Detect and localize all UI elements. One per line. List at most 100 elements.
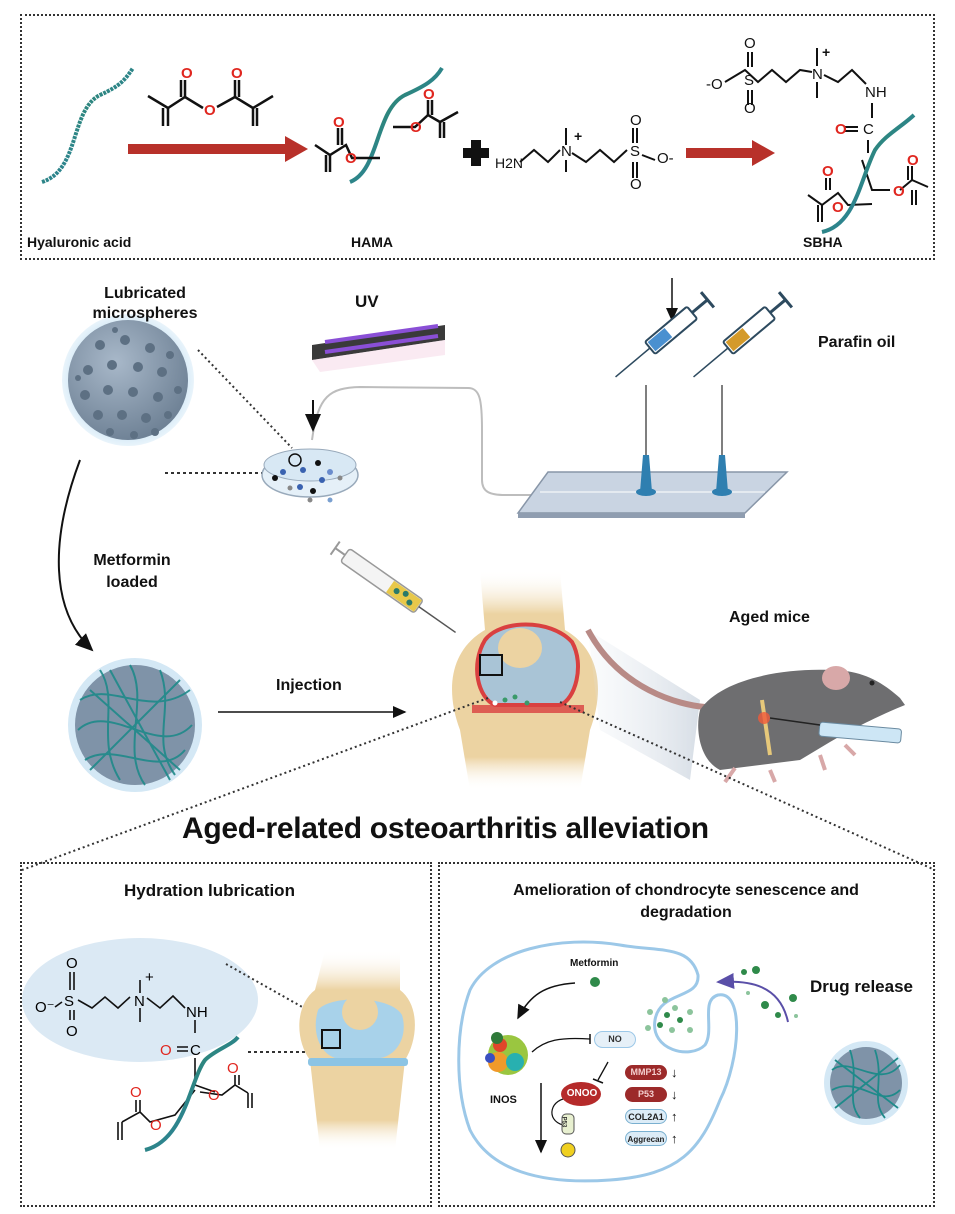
- uv-lamp-icon: [312, 324, 445, 372]
- marker-col2a1: COL2A1 ↑: [625, 1109, 725, 1131]
- metformin-loaded-microsphere: [68, 658, 202, 792]
- chondrocyte-panel-title: Amelioration of chondrocyte senescence a…: [440, 880, 932, 924]
- atom-s-amine: S: [630, 143, 641, 160]
- label-aged-mice: Aged mice: [729, 609, 810, 626]
- svg-text:O: O: [208, 1087, 220, 1104]
- h2n-text: H2N: [495, 155, 524, 171]
- svg-text:O: O: [410, 119, 422, 136]
- microfluidic-chip: [516, 385, 789, 518]
- arrow-up-icon: ↑: [671, 1109, 678, 1124]
- label-hyaluronic-acid: Hyaluronic acid: [27, 234, 132, 250]
- label-inos: INOS: [490, 1094, 517, 1106]
- label-metformin-loaded: Metformin loaded: [82, 550, 182, 594]
- atom-c-sbha: C: [863, 121, 874, 138]
- svg-text:O: O: [333, 114, 345, 131]
- arrow-up-icon: ↑: [671, 1131, 678, 1146]
- svg-text:O: O: [423, 86, 435, 103]
- label-line: Lubricated: [104, 285, 186, 302]
- label-hama: HAMA: [351, 234, 393, 250]
- arrow-down-icon: ↓: [671, 1065, 678, 1080]
- svg-text:NH: NH: [186, 1004, 208, 1021]
- atom-o-minus-amine: O-: [657, 150, 674, 167]
- atom-plus-amine: +: [574, 128, 583, 144]
- svg-text:O: O: [822, 163, 834, 180]
- label-line: Metformin: [93, 552, 171, 569]
- atom-o-amine-top: O: [630, 112, 642, 129]
- svg-text:O: O: [130, 1084, 142, 1101]
- atom-h2n: H2N: [495, 155, 523, 171]
- chondrocyte-panel: [438, 862, 935, 1207]
- knee-joint-illustration: [452, 570, 598, 790]
- methacrylic-anhydride: [147, 80, 274, 126]
- p53-small-label: P53: [560, 1116, 567, 1128]
- svg-text:O⁻: O⁻: [35, 999, 55, 1016]
- atom-o-sbha-bottom: O: [744, 100, 756, 117]
- marker-aggrecan: Aggrecan ↑: [625, 1131, 725, 1153]
- syringe-blue-icon: [615, 291, 716, 378]
- svg-text:O: O: [181, 65, 193, 82]
- lubricated-microsphere: [62, 314, 194, 446]
- svg-text:N: N: [134, 993, 145, 1010]
- marker-mmp13-pill: MMP13: [625, 1065, 667, 1080]
- aged-mouse-illustration: [585, 628, 905, 784]
- atom-o-amine-bottom: O: [630, 176, 642, 193]
- label-metformin: Metformin: [570, 958, 619, 969]
- knee-cartilage-illustration: [299, 950, 415, 1150]
- chondrocyte-membrane: [457, 940, 739, 1183]
- marker-p53: P53 ↓: [625, 1087, 725, 1109]
- title-line: degradation: [640, 904, 732, 921]
- label-drug-release: Drug release: [810, 977, 913, 996]
- atom-o-minus-sbha: -O: [706, 76, 723, 93]
- hydration-lubrication-title: Hydration lubrication: [124, 881, 295, 900]
- label-parafin-oil: Parafin oil: [818, 334, 896, 351]
- reaction-arrow-1: [128, 136, 308, 162]
- hydration-lubrication-panel: [20, 862, 432, 1207]
- label-injection: Injection: [276, 677, 342, 694]
- marker-p53-pill: P53: [625, 1087, 667, 1102]
- svg-text:+: +: [145, 969, 154, 986]
- marker-col2a1-pill: COL2A1: [625, 1109, 667, 1124]
- marker-mmp13: MMP13 ↓: [625, 1065, 725, 1087]
- svg-text:C: C: [190, 1042, 201, 1059]
- svg-text:O: O: [835, 121, 847, 138]
- svg-text:O: O: [66, 955, 78, 972]
- svg-text:O: O: [231, 65, 243, 82]
- atom-plus-sbha: +: [822, 44, 831, 60]
- label-line: microspheres: [92, 305, 198, 322]
- sbha-chain: [821, 113, 916, 234]
- svg-text:O: O: [907, 152, 919, 169]
- label-line: loaded: [106, 574, 158, 591]
- label-lubricated-microspheres: Lubricated microspheres: [85, 284, 205, 324]
- svg-text:O: O: [160, 1042, 172, 1059]
- atom-n-sbha: N: [812, 66, 823, 83]
- arrow-down-icon: ↓: [671, 1087, 678, 1102]
- no-badge: NO: [594, 1031, 636, 1048]
- syringe-yellow-icon: [693, 291, 794, 378]
- marker-list: MMP13 ↓ P53 ↓ COL2A1 ↑ Aggrecan ↑: [625, 1065, 725, 1153]
- hyaluronic-acid-chain: [41, 66, 135, 184]
- label-uv: UV: [355, 292, 379, 311]
- title-line: Amelioration of chondrocyte senescence a…: [513, 882, 859, 899]
- inos-protein-icon: [485, 1032, 528, 1075]
- petri-dish: [261, 448, 359, 503]
- svg-text:O: O: [150, 1117, 162, 1134]
- atom-nh-sbha: NH: [865, 84, 887, 101]
- drug-release-microsphere: [824, 1041, 908, 1125]
- svg-text:O: O: [832, 199, 844, 216]
- svg-text:O: O: [893, 183, 905, 200]
- svg-text:O: O: [345, 150, 357, 167]
- reaction-arrow-2: [686, 140, 775, 166]
- injection-syringe-icon: [329, 540, 457, 634]
- plus-sign: [463, 140, 489, 166]
- synthesis-panel: [20, 14, 935, 260]
- atom-o-sbha-top: O: [744, 35, 756, 52]
- label-sbha: SBHA: [803, 234, 843, 250]
- atom-n-amine: N: [561, 143, 572, 160]
- onoo-label: ONOO: [566, 1088, 598, 1099]
- hydration-panel-graphics: O O O⁻ S N + NH C O O O O O: [22, 938, 322, 1152]
- svg-text:O: O: [66, 1023, 78, 1040]
- metformin-particles: [590, 966, 798, 1033]
- main-title: Aged-related osteoarthritis alleviation: [182, 812, 709, 845]
- hama-chain: [349, 66, 444, 184]
- svg-text:S: S: [64, 993, 74, 1010]
